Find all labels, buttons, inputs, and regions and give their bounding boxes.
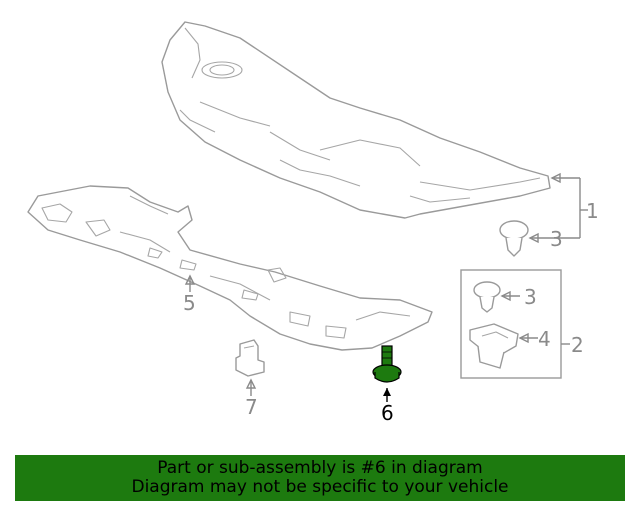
disclaimer-banner: Part or sub-assembly is #6 in diagram Di… [15, 455, 625, 501]
callout-2: 2 [571, 333, 584, 357]
parts-diagram: 1 3 3 4 2 5 7 6 [27, 21, 599, 425]
callout-7: 7 [245, 395, 258, 419]
part-2-kit-box [460, 269, 562, 379]
part-6-bolt [372, 345, 402, 383]
part-3-clip-upper [499, 220, 529, 257]
callout-4: 4 [538, 327, 551, 351]
banner-line-1: Part or sub-assembly is #6 in diagram [157, 458, 483, 478]
callout-3-kit: 3 [524, 285, 537, 309]
callout-3-upper: 3 [550, 227, 563, 251]
part-3-clip-in-kit [473, 281, 501, 313]
part-7-retainer [235, 339, 265, 377]
part-1-upper-cover [161, 21, 551, 219]
part-4-nut [469, 323, 519, 369]
callout-1: 1 [586, 199, 599, 223]
leader-lines [184, 172, 588, 402]
callout-6: 6 [381, 401, 394, 425]
banner-line-2: Diagram may not be specific to your vehi… [131, 477, 509, 497]
callout-5: 5 [183, 291, 196, 315]
